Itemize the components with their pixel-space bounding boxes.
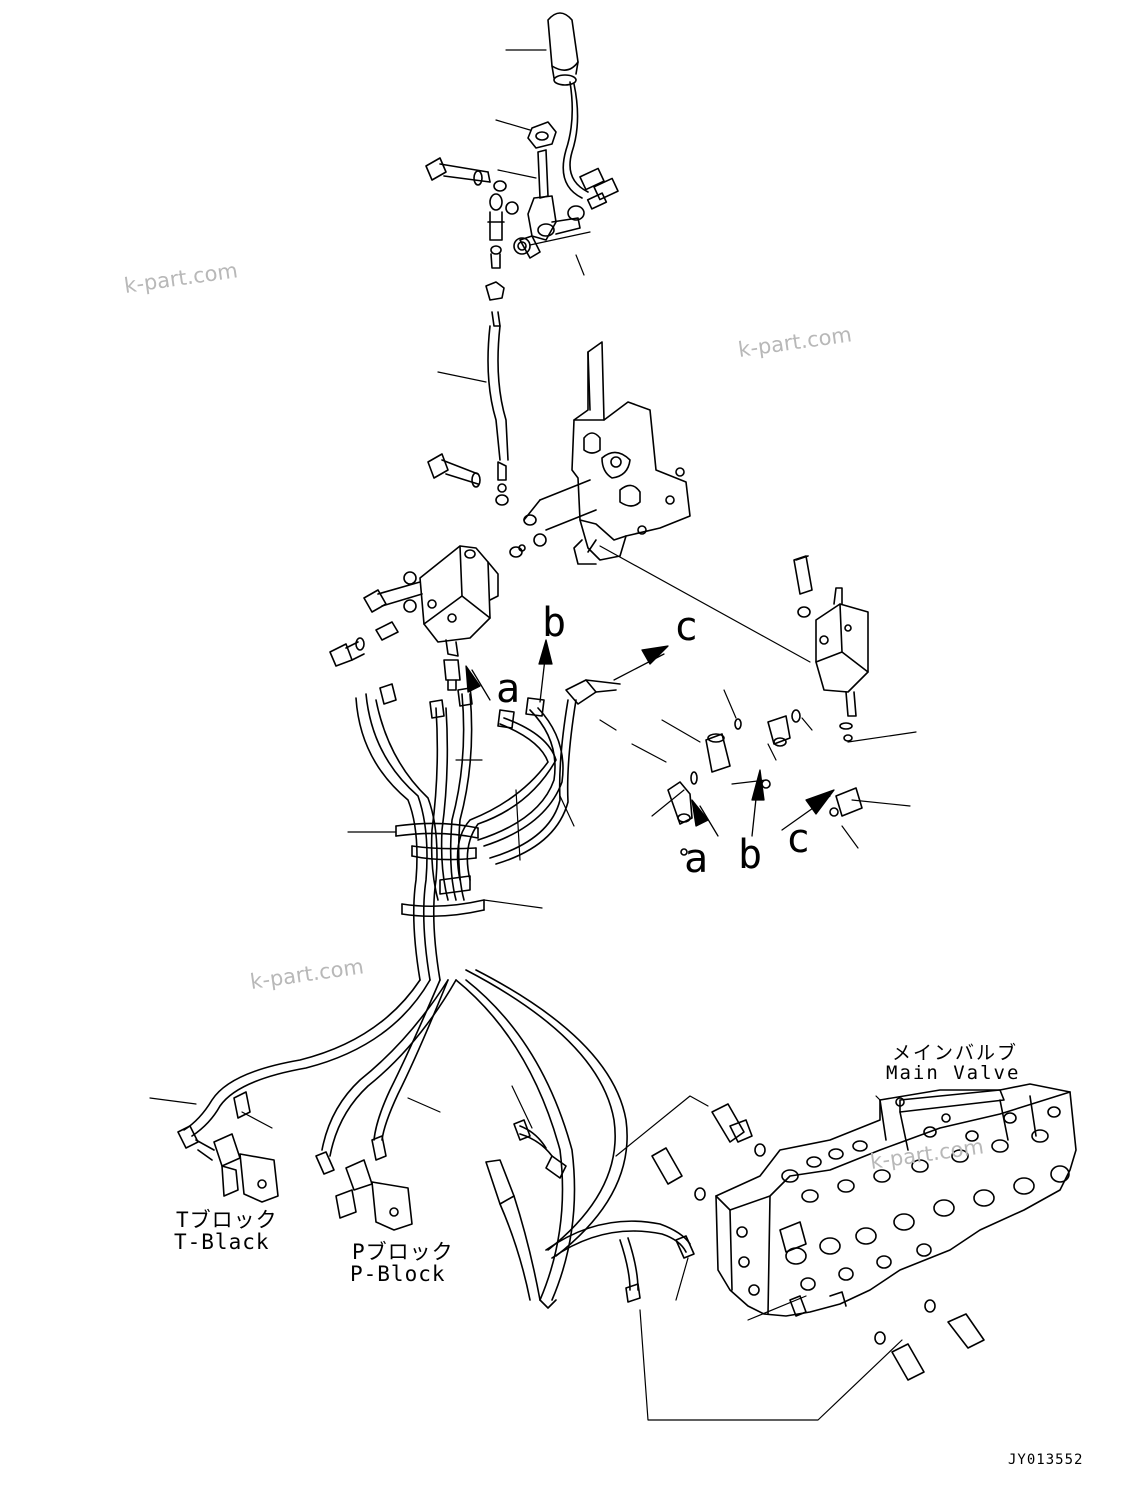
arrows — [466, 640, 834, 836]
fittings-left — [330, 638, 364, 666]
rod-end-upper — [486, 194, 504, 326]
t-block-fitting — [178, 1092, 278, 1202]
leader-lines — [150, 50, 916, 1420]
callout-c-lower: c — [786, 816, 811, 862]
lever-wire-harness — [563, 82, 618, 209]
t-block-label-en: T-Black — [174, 1230, 270, 1254]
bolt-mid — [428, 454, 546, 546]
callout-b-lower: b — [738, 832, 763, 878]
main-valve-label-en: Main Valve — [886, 1062, 1021, 1084]
bolt-lower — [364, 545, 525, 640]
callout-c-upper: c — [674, 604, 699, 650]
callout-b-upper: b — [542, 600, 567, 646]
hose-bundle — [356, 680, 620, 980]
control-rod — [488, 326, 508, 505]
bushings — [514, 238, 530, 254]
right-fittings — [668, 710, 862, 855]
console-bracket — [524, 342, 690, 564]
callout-a-lower: a — [684, 836, 709, 882]
main-valve-fittings — [626, 1104, 984, 1380]
lock-nut — [528, 122, 556, 148]
hose-lower-run — [184, 970, 690, 1308]
pilot-valve-upper — [420, 546, 498, 690]
bolt-top — [426, 158, 518, 214]
p-block-label-jp: Pブロック — [352, 1240, 454, 1264]
p-block-label-en: P-Block — [350, 1262, 446, 1286]
hose-clamp-lower — [402, 876, 484, 916]
hose-clamp-upper — [396, 823, 478, 859]
lever-knob — [548, 13, 578, 85]
main-valve-body — [716, 1084, 1076, 1316]
callout-a-upper: a — [496, 666, 521, 712]
drawing-code: JY013552 — [1008, 1452, 1084, 1468]
t-block-label-jp: Tブロック — [176, 1208, 278, 1232]
pilot-valve-right — [794, 556, 868, 729]
main-valve-label-jp: メインバルブ — [892, 1042, 1019, 1064]
p-block-fitting — [316, 1136, 412, 1230]
